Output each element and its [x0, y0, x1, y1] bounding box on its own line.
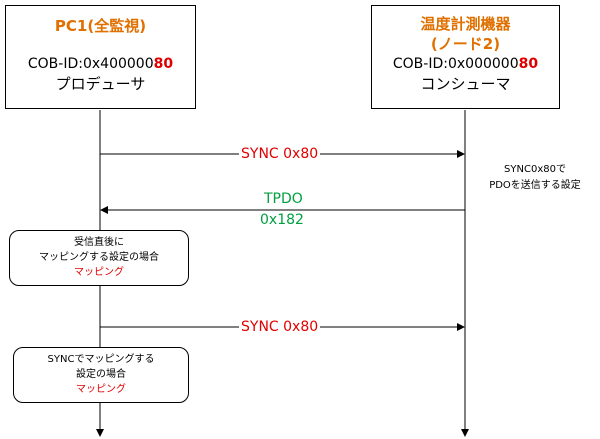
condition1-line2: マッピングする設定の場合: [39, 252, 159, 263]
note-line2: PDOを送信する設定: [489, 180, 581, 191]
tpdo-label-line1: TPDO: [262, 190, 305, 208]
sync1-label: SYNC 0x80: [239, 145, 321, 163]
consumer-subtitle: (ノード2): [430, 35, 501, 53]
producer-cob-id: COB-ID:0x40000080: [27, 56, 174, 72]
condition2-mapping: マッピング: [76, 384, 126, 395]
producer-title: PC1(全監視): [54, 17, 147, 35]
sync2-label: SYNC 0x80: [239, 318, 321, 336]
consumer-cob-id: COB-ID:0x00000080: [392, 56, 539, 72]
condition1-line1: 受信直後に: [74, 237, 124, 248]
consumer-title: 温度計測機器: [420, 15, 511, 33]
tpdo-label-line2: 0x182: [258, 211, 306, 229]
consumer-box: 温度計測機器 (ノード2) COB-ID:0x00000080 コンシューマ: [371, 5, 560, 109]
consumer-role: コンシューマ: [420, 75, 511, 93]
condition1-mapping: マッピング: [74, 267, 124, 278]
consumer-note: SYNC0x80で PDOを送信する設定: [478, 162, 592, 194]
producer-box: PC1(全監視) COB-ID:0x40000080 プロデューサ: [5, 5, 196, 109]
note-line1: SYNC0x80で: [504, 164, 566, 175]
condition-box-1: 受信直後に マッピングする設定の場合 マッピング: [9, 230, 189, 286]
condition-box-2: SYNCでマッピングする 設定の場合 マッピング: [13, 347, 189, 403]
condition2-line2: 設定の場合: [76, 369, 126, 380]
condition2-line1: SYNCでマッピングする: [47, 354, 155, 365]
producer-role: プロデューサ: [55, 75, 146, 93]
